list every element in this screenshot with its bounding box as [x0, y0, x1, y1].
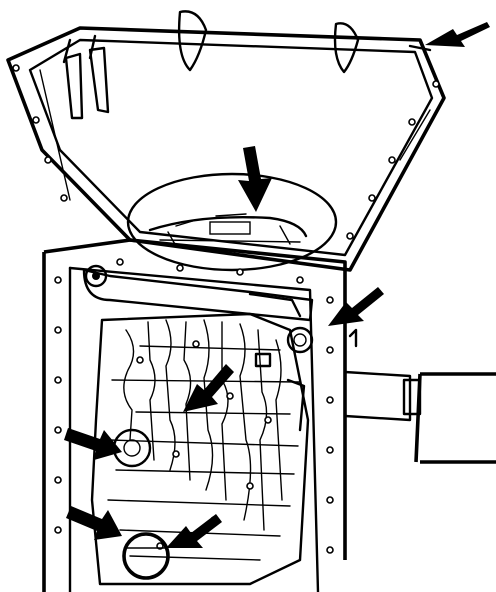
valve-body-bracket	[82, 264, 314, 354]
transmission-case	[42, 238, 347, 592]
callout-arrow-pump	[238, 146, 272, 212]
callout-arrow-lower-center	[166, 514, 222, 548]
callout-arrow-lower-left	[66, 506, 122, 540]
callout-arrow-valve-body	[183, 364, 234, 412]
callout-arrows	[64, 22, 490, 548]
callout-arrow-top-right	[425, 22, 490, 47]
pump-opening	[126, 172, 338, 272]
output-shaft	[343, 328, 496, 464]
valve-body	[90, 312, 310, 586]
callout-arrow-accumulator	[64, 428, 122, 460]
bell-housing	[6, 10, 446, 272]
callout-arrow-case-side	[328, 287, 384, 326]
